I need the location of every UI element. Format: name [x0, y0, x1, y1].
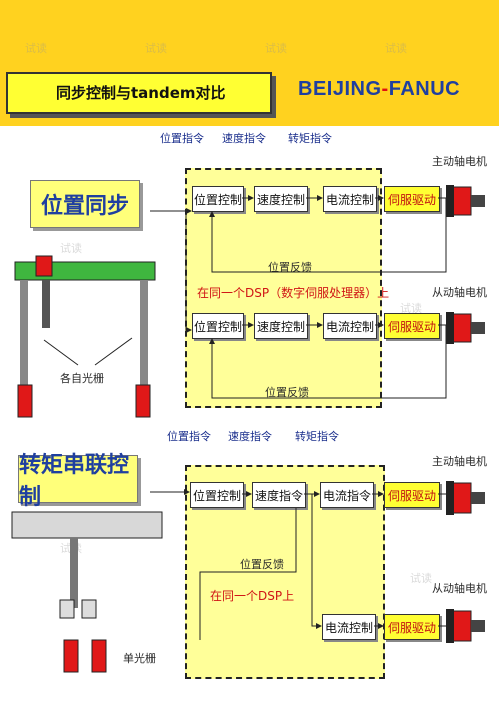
grating-label: 单光栅 [123, 652, 156, 665]
watermark: 试读 [265, 42, 287, 55]
cmd-label-position: 位置指令 [167, 430, 211, 443]
grating-label: 各自光栅 [60, 372, 104, 385]
cmd-label-speed: 速度指令 [222, 132, 266, 145]
speed-control-block: 速度控制 [254, 313, 308, 339]
current-control-block: 电流控制 [322, 614, 376, 640]
sub-motor-label: 从动轴电机 [432, 286, 487, 299]
watermark: 试读 [410, 572, 432, 585]
position-sync-heading: 位置同步 [30, 180, 140, 228]
cmd-label-position: 位置指令 [160, 132, 204, 145]
feedback-line [209, 325, 447, 399]
brand-right: FANUC [388, 78, 461, 100]
watermark: 试读 [400, 302, 422, 315]
dsp-note: 在同一个DSP上 [210, 589, 295, 603]
sub-motor-label: 从动轴电机 [432, 582, 487, 595]
motor-icon [446, 481, 485, 515]
feedback-label: 位置反馈 [240, 558, 284, 571]
gantry-mechanism-1 [14, 255, 156, 418]
watermark: 试读 [145, 42, 167, 55]
branch-line [185, 211, 192, 333]
current-control-block: 电流控制 [323, 186, 377, 212]
gantry-mechanism-2 [11, 511, 163, 673]
motor-icon [446, 312, 485, 344]
grating-pointer [43, 339, 79, 366]
watermark: 试读 [385, 42, 407, 55]
main-motor-label: 主动轴电机 [432, 455, 487, 468]
cmd-label-torque: 转矩指令 [288, 132, 332, 145]
speed-command-block: 速度指令 [252, 482, 306, 508]
speed-control-block: 速度控制 [254, 186, 308, 212]
current-command-block: 电流指令 [320, 482, 374, 508]
main-motor-label: 主动轴电机 [432, 155, 487, 168]
cmd-label-torque: 转矩指令 [295, 430, 339, 443]
brand-left: BEIJING [298, 78, 382, 100]
cmd-label-speed: 速度指令 [228, 430, 272, 443]
page-title: 同步控制与tandem对比 [56, 84, 226, 102]
motor-icon [446, 609, 485, 643]
brand-logo: BEIJING-FANUC [298, 78, 460, 101]
branch-line [311, 494, 322, 629]
grating-pointer [94, 337, 133, 366]
feedback-label: 位置反馈 [265, 386, 309, 399]
position-control-block: 位置控制 [192, 313, 244, 339]
servo-drive-block: 伺服驱动 [384, 313, 440, 339]
servo-drive-block: 伺服驱动 [384, 482, 440, 508]
watermark: 试读 [25, 42, 47, 55]
brand-dash: - [381, 78, 389, 100]
feedback-line [199, 508, 297, 640]
position-control-block: 位置控制 [190, 482, 244, 508]
dsp-note: 在同一个DSP（数字伺服处理器）上 [197, 286, 390, 300]
watermark: 试读 [60, 242, 82, 255]
feedback-label: 位置反馈 [268, 261, 312, 274]
feedback-line [209, 198, 447, 273]
servo-drive-block: 伺服驱动 [384, 614, 440, 640]
servo-drive-block: 伺服驱动 [384, 186, 440, 212]
current-control-block: 电流控制 [323, 313, 377, 339]
title-box [6, 72, 272, 114]
torque-tandem-heading: 转矩串联控制 [18, 453, 138, 510]
position-control-block: 位置控制 [192, 186, 244, 212]
motor-icon [446, 185, 485, 217]
